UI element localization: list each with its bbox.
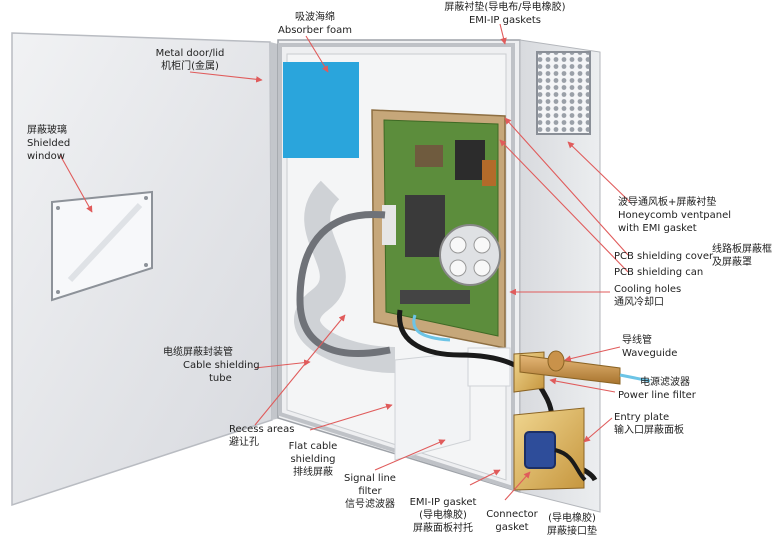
connector-gasket-zh-label: (导电橡胶) 屏蔽接口垫 [540, 512, 604, 538]
pcb-can-en: PCB shielding can [614, 266, 703, 279]
shielded-window-en2: window [27, 150, 70, 163]
connector-gasket-zh2: 屏蔽接口垫 [540, 525, 604, 538]
absorber-foam-zh: 吸波海绵 [270, 11, 360, 24]
waveguide-en: Waveguide [622, 347, 677, 360]
emi-gasket-bottom-zh2: 屏蔽面板衬托 [398, 522, 488, 535]
power-filter-en: Power line filter [618, 389, 696, 402]
recess-en: Recess areas [229, 423, 294, 436]
emi-gasket-bottom-label: EMI-IP gasket (导电橡胶) 屏蔽面板衬托 [398, 496, 488, 535]
absorber-foam [283, 62, 359, 158]
waveguide-zh: 导线管 [622, 334, 677, 347]
connector-gasket-en2: gasket [484, 521, 540, 534]
honeycomb-vent [537, 52, 590, 134]
emi-gaskets-top-en: EMI-IP gaskets [430, 14, 580, 27]
shielded-window-en1: Shielded [27, 137, 70, 150]
shielded-window-zh: 屏蔽玻璃 [27, 124, 70, 137]
flat-cable-en2: shielding [278, 453, 348, 466]
metal-door-en: Metal door/lid [140, 47, 240, 60]
connector-gasket-en-label: Connector gasket [484, 508, 540, 534]
flat-cable-en1: Flat cable [278, 440, 348, 453]
power-filter-label: 电源滤波器 Power line filter [618, 376, 696, 402]
connector-gasket-zh1: (导电橡胶) [540, 512, 604, 525]
emi-gaskets-top-label: 屏蔽衬垫(导电布/导电橡胶) EMI-IP gaskets [430, 1, 580, 27]
emi-gasket-bottom-zh1: (导电橡胶) [398, 509, 488, 522]
signal-filter-en1: Signal line [330, 472, 410, 485]
cooling-holes-zh: 通风冷却口 [614, 296, 681, 309]
connector [525, 432, 555, 468]
absorber-foam-en: Absorber foam [270, 24, 360, 37]
entry-plate-en: Entry plate [614, 411, 684, 424]
cooling-holes-label: Cooling holes 通风冷却口 [614, 283, 681, 309]
shielded-window-label: 屏蔽玻璃 Shielded window [27, 124, 70, 163]
power-filter-zh: 电源滤波器 [618, 376, 696, 389]
metal-door-label: Metal door/lid 机柜门(金属) [140, 47, 240, 73]
pcb-cover-zh: 线路板屏蔽框 及屏蔽罩 [712, 243, 772, 269]
cable-tube-en2: tube [163, 372, 260, 385]
pcb-cover-en: PCB shielding cover [614, 250, 713, 263]
emi-gasket-bottom-en: EMI-IP gasket [398, 496, 488, 509]
pcb-shielding-cover [372, 110, 505, 348]
absorber-foam-label: 吸波海绵 Absorber foam [270, 11, 360, 37]
connector-gasket-en1: Connector [484, 508, 540, 521]
honeycomb-zh: 波导通风板+屏蔽衬垫 [618, 196, 731, 209]
entry-plate-label: Entry plate 输入口屏蔽面板 [614, 411, 684, 437]
metal-door-zh: 机柜门(金属) [140, 60, 240, 73]
cable-tube-en1: Cable shielding [163, 359, 260, 372]
honeycomb-en2: with EMI gasket [618, 222, 731, 235]
cable-tube-label: 电缆屏蔽封装管 Cable shielding tube [163, 346, 260, 385]
waveguide-label: 导线管 Waveguide [622, 334, 677, 360]
emi-gaskets-top-zh: 屏蔽衬垫(导电布/导电橡胶) [430, 1, 580, 14]
cooling-holes-en: Cooling holes [614, 283, 681, 296]
cable-tube-zh: 电缆屏蔽封装管 [163, 346, 260, 359]
honeycomb-label: 波导通风板+屏蔽衬垫 Honeycomb ventpanel with EMI … [618, 196, 731, 235]
entry-plate-zh: 输入口屏蔽面板 [614, 424, 684, 437]
pcb-cover-zh2: 及屏蔽罩 [712, 256, 772, 269]
pcb-cover-zh1: 线路板屏蔽框 [712, 243, 772, 256]
honeycomb-en1: Honeycomb ventpanel [618, 209, 731, 222]
